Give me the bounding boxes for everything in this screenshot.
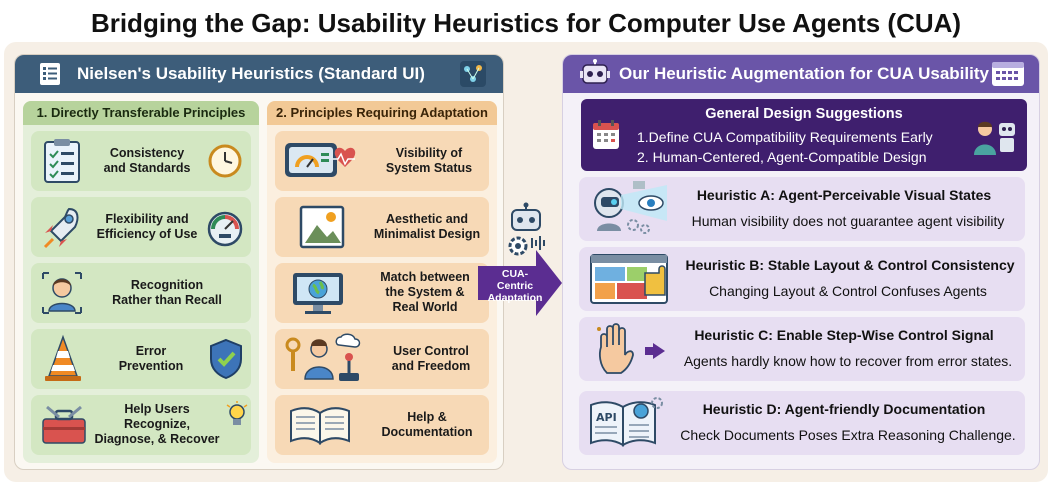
principle-recognition: Recognition Rather than Recall xyxy=(31,263,251,323)
principle-line1: Aesthetic and xyxy=(386,212,468,226)
monitor-globe-icon xyxy=(293,273,343,314)
augmentation-header-title: Our Heuristic Augmentation for CUA Usabi… xyxy=(619,64,989,83)
principle-visibility: Visibility of System Status xyxy=(275,131,489,191)
person-face-icon xyxy=(42,272,82,314)
transferable-column: 1. Directly Transferable Principles Cons… xyxy=(23,101,259,463)
puzzle-layout-icon xyxy=(590,254,668,304)
clock-icon xyxy=(208,144,242,178)
principle-line1: Match between xyxy=(380,270,470,284)
principle-line2: Prevention xyxy=(118,359,184,373)
dashboard-heart-icon xyxy=(285,143,356,177)
nielsen-header: Nielsen's Usability Heuristics (Standard… xyxy=(15,55,503,93)
principle-aesthetic: Aesthetic and Minimalist Design xyxy=(275,197,489,257)
shield-check-icon xyxy=(210,338,242,380)
transferable-heading: 1. Directly Transferable Principles xyxy=(23,101,259,125)
adaptation-arrow-label: CUA-Centric Adaptation xyxy=(486,268,544,304)
principle-line1: Visibility of xyxy=(395,146,463,160)
principle-line1: Error xyxy=(135,344,167,358)
augmentation-header: Our Heuristic Augmentation for CUA Usabi… xyxy=(563,55,1039,93)
principle-line2: Recognize, xyxy=(124,417,190,431)
checklist-icon xyxy=(40,63,60,85)
principle-help-recover: Help Users Recognize, Diagnose, & Recove… xyxy=(31,395,251,455)
api-book-icon: API xyxy=(590,397,663,447)
heuristic-desc: Changing Layout & Control Confuses Agent… xyxy=(709,283,987,299)
general-design-box: General Design Suggestions 1.Define CUA … xyxy=(581,99,1027,171)
principle-match-real-world: Match between the System & Real World xyxy=(275,263,489,323)
principle-line1: Consistency xyxy=(109,146,185,160)
principle-line2: and Freedom xyxy=(391,359,471,373)
clipboard-icon xyxy=(44,139,80,183)
principle-flexibility: Flexibility and Efficiency of Use xyxy=(31,197,251,257)
principle-line2: Minimalist Design xyxy=(373,227,481,241)
human-robot-icon xyxy=(974,121,1015,155)
augmentation-panel: Our Heuristic Augmentation for CUA Usabi… xyxy=(562,54,1040,470)
stop-hand-icon xyxy=(597,323,665,374)
nielsen-header-title: Nielsen's Usability Heuristics (Standard… xyxy=(77,64,425,83)
network-icon xyxy=(460,61,486,87)
principle-line2: Rather than Recall xyxy=(112,293,222,307)
arrow-label-line1: CUA-Centric xyxy=(496,268,534,292)
heuristic-c-card: Heuristic C: Enable Step-Wise Control Si… xyxy=(579,317,1025,381)
principle-line1: Help Users xyxy=(124,402,190,416)
adaptation-heading: 2. Principles Requiring Adaptation xyxy=(267,101,497,125)
heuristic-title: Heuristic B: Stable Layout & Control Con… xyxy=(685,257,1015,273)
lightbulb-icon xyxy=(226,401,248,425)
principle-consistency: Consistency and Standards xyxy=(31,131,251,191)
gauge-icon xyxy=(207,211,243,247)
general-design-title: General Design Suggestions xyxy=(705,106,903,122)
traffic-cone-icon xyxy=(45,334,81,381)
keyboard-icon xyxy=(992,62,1024,86)
heuristic-desc: Check Documents Poses Extra Reasoning Ch… xyxy=(680,427,1016,443)
principle-error-prevention: Error Prevention xyxy=(31,329,251,389)
adaptation-arrow xyxy=(478,250,562,316)
principle-line1: Recognition xyxy=(130,278,204,292)
heuristic-title: Heuristic C: Enable Step-Wise Control Si… xyxy=(694,327,994,343)
arrow-label-line2: Adaptation xyxy=(487,292,543,304)
heuristic-a-card: Heuristic A: Agent-Perceivable Visual St… xyxy=(579,177,1025,241)
principle-user-control: User Control and Freedom xyxy=(275,329,489,389)
heuristic-d-card: API Heuristic D: Agent-friendly Document… xyxy=(579,391,1025,455)
general-design-line1: 1.Define CUA Compatibility Requirements … xyxy=(637,129,933,145)
calendar-icon xyxy=(593,120,619,149)
principle-line1: Help & xyxy=(407,410,447,424)
general-design-line2: 2. Human-Centered, Agent-Compatible Desi… xyxy=(637,149,927,165)
principle-line3: Diagnose, & Recover xyxy=(94,432,220,446)
api-label: API xyxy=(596,411,617,424)
robot-gear-icon xyxy=(508,202,545,256)
rocket-icon xyxy=(43,207,79,249)
heuristic-title: Heuristic D: Agent-friendly Documentatio… xyxy=(702,401,986,417)
principle-line3: Real World xyxy=(392,300,458,314)
principle-line1: User Control xyxy=(393,344,469,358)
adaptation-column: 2. Principles Requiring Adaptation Visib… xyxy=(267,101,497,463)
heuristic-title: Heuristic A: Agent-Perceivable Visual St… xyxy=(696,187,992,203)
principle-line1: Flexibility and xyxy=(105,212,189,226)
main-title: Bridging the Gap: Usability Heuristics f… xyxy=(90,8,962,38)
robot-vision-icon xyxy=(594,181,667,234)
principle-help-docs: Help & Documentation xyxy=(275,395,489,455)
principle-line2: System Status xyxy=(385,161,473,175)
principle-line2: Documentation xyxy=(381,425,473,439)
principle-line2: Efficiency of Use xyxy=(96,227,198,241)
open-book-icon xyxy=(290,407,350,445)
user-joystick-icon xyxy=(285,333,361,381)
heuristic-desc: Human visibility does not guarantee agen… xyxy=(691,213,1005,229)
principle-line2: and Standards xyxy=(103,161,191,175)
heuristic-b-card: Heuristic B: Stable Layout & Control Con… xyxy=(579,247,1025,311)
toolbox-icon xyxy=(42,405,86,444)
principle-line2: the System & xyxy=(385,285,465,299)
nielsen-panel: Nielsen's Usability Heuristics (Standard… xyxy=(14,54,504,470)
robot-icon xyxy=(580,59,610,84)
image-frame-icon xyxy=(299,205,345,249)
heuristic-desc: Agents hardly know how to recover from e… xyxy=(683,353,1013,369)
